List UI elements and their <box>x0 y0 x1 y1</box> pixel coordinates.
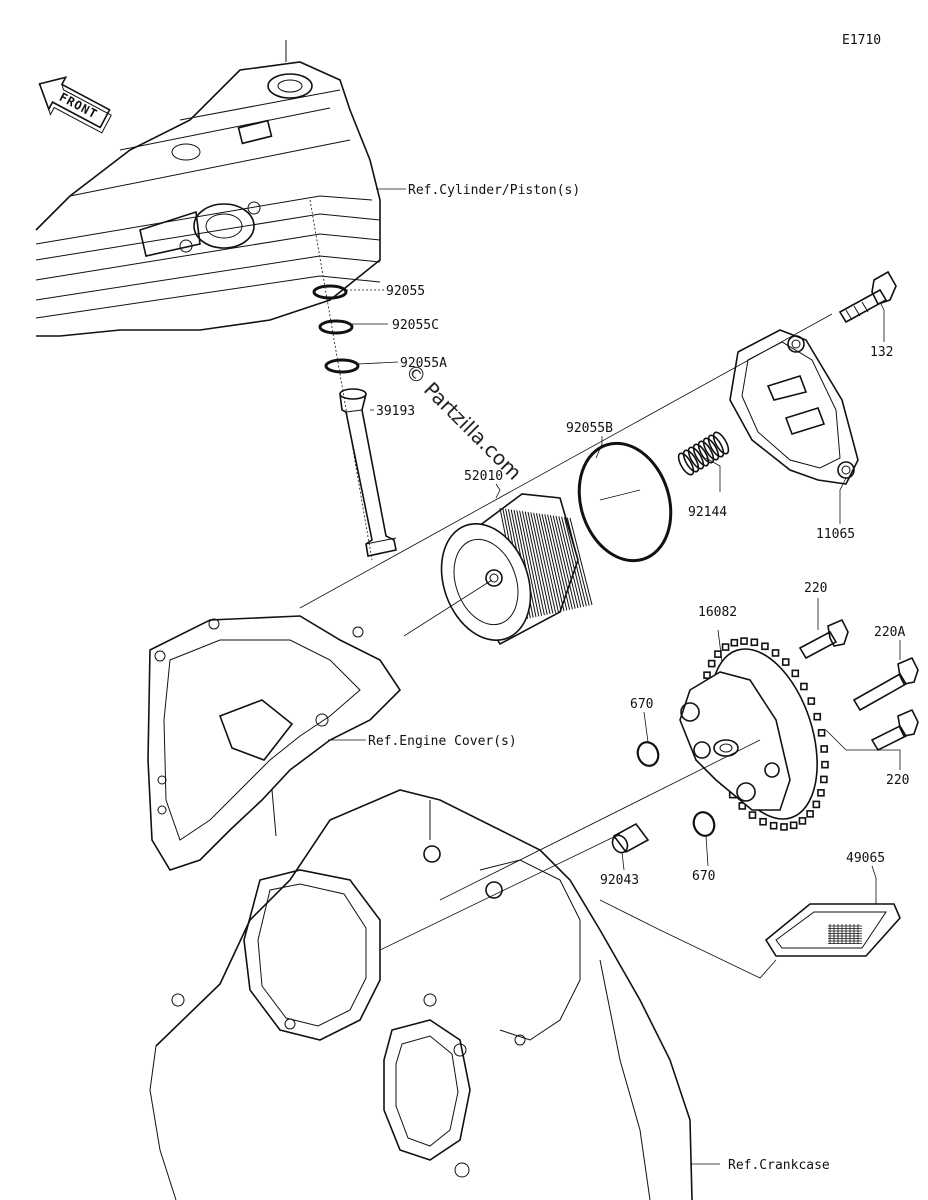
o-ring-670-bottom-drawing <box>692 811 716 837</box>
oil-pipe-drawing <box>339 388 397 557</box>
part-132-label: 132 <box>870 345 893 360</box>
part-16082-label: 16082 <box>698 605 737 620</box>
pump-bolts-drawing <box>798 618 919 752</box>
dowel-pin-drawing <box>611 822 650 854</box>
part-670-left-label: 670 <box>630 697 653 712</box>
ref-cylinder-label: Ref.Cylinder/Piston(s) <box>408 183 580 198</box>
o-ring-stack <box>309 199 373 561</box>
ref-crankcase-label: Ref.Crankcase <box>728 1158 830 1173</box>
crankcase-drawing <box>149 789 693 1200</box>
cylinder-drawing <box>35 40 381 337</box>
o-ring-670-left-drawing <box>636 741 660 767</box>
part-92055b-label: 92055B <box>566 421 613 436</box>
part-52010-label: 52010 <box>464 469 503 484</box>
part-39193-label: 39193 <box>376 404 415 419</box>
spring-drawing <box>677 431 730 476</box>
part-92055c-label: 92055C <box>392 318 439 333</box>
watermark-text: © Partzilla.com <box>400 359 526 485</box>
oil-filter-drawing <box>440 493 593 646</box>
oil-filter-cover-drawing <box>729 329 859 485</box>
o-ring-92055b-drawing <box>577 441 673 563</box>
ref-engine-cover-label: Ref.Engine Cover(s) <box>368 734 517 749</box>
part-220-bottom-label: 220 <box>886 773 909 788</box>
oil-pump-drawing <box>679 637 829 831</box>
part-11065-label: 11065 <box>816 527 855 542</box>
leader-lines <box>328 188 901 1165</box>
part-670-bottom-label: 670 <box>692 869 715 884</box>
bolt-132-drawing <box>838 270 897 324</box>
part-220a-label: 220A <box>874 625 905 640</box>
part-49065-label: 49065 <box>846 851 885 866</box>
front-arrow-icon: FRONT <box>38 76 112 134</box>
part-92043-label: 92043 <box>600 873 639 888</box>
diagram-code: E1710 <box>842 33 881 48</box>
part-92144-label: 92144 <box>688 505 727 520</box>
part-92055-label: 92055 <box>386 284 425 299</box>
engine-cover-drawing <box>147 615 402 871</box>
oil-screen-drawing <box>764 903 901 957</box>
part-220-top-label: 220 <box>804 581 827 596</box>
part-92055a-label: 92055A <box>400 356 447 371</box>
